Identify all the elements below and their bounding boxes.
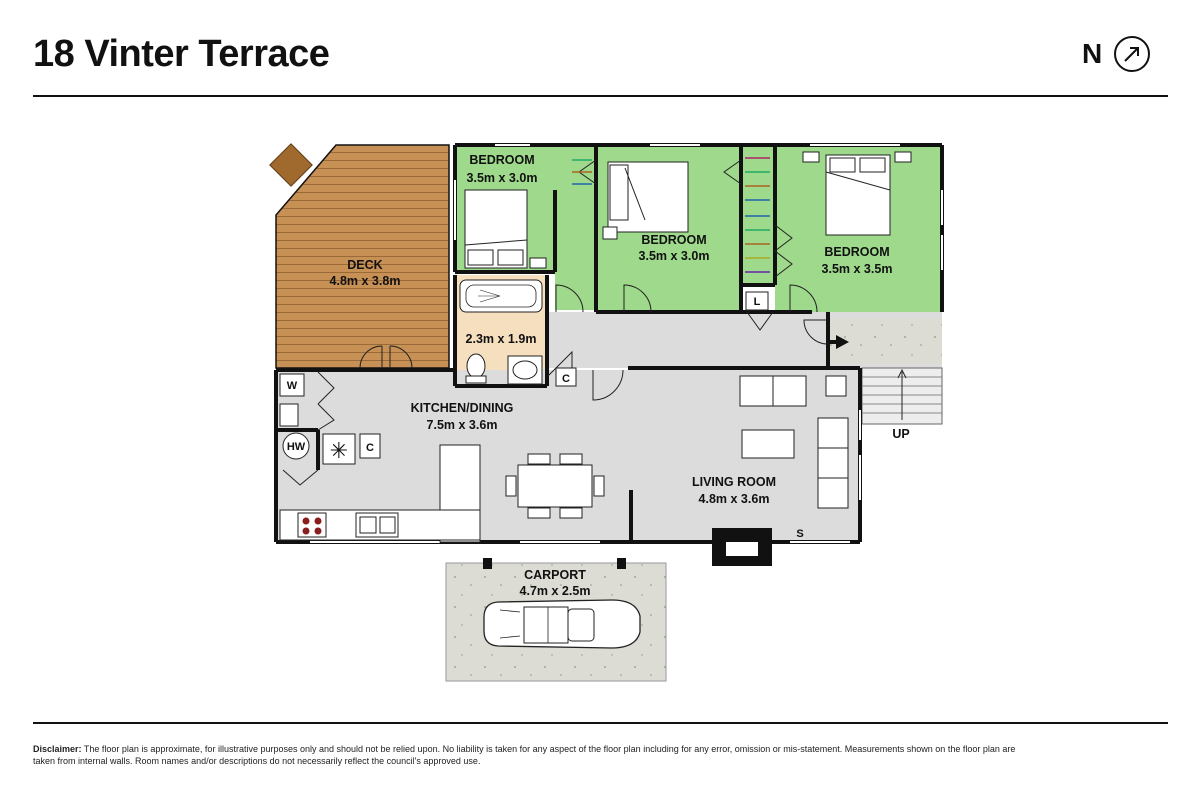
carport-post [617, 558, 626, 569]
windows [310, 144, 943, 543]
laundry-tub-icon [279, 403, 299, 427]
linen-label: L [754, 296, 761, 308]
bedroom-2-size: 3.5m x 3.0m [639, 249, 710, 263]
deck-name: DECK [347, 258, 382, 272]
disclaimer-label: Disclaimer: [33, 744, 82, 754]
sink-icon [507, 355, 543, 385]
bathtub-icon [459, 279, 543, 313]
kitchen-dining-name: KITCHEN/DINING [411, 401, 514, 415]
hall-cupboard [555, 367, 577, 387]
bed-icon [464, 189, 547, 269]
entry-arrow-icon [828, 335, 849, 349]
fireplace-icon [712, 528, 772, 566]
deck-size: 4.8m x 3.8m [330, 274, 401, 288]
living-room-name: LIVING ROOM [692, 475, 776, 489]
washer-icon [279, 373, 305, 397]
entry-stairs [861, 367, 943, 425]
hot-water-label: HW [287, 441, 306, 453]
carport-name: CARPORT [524, 568, 586, 582]
header-divider [33, 95, 1168, 97]
sofa-icon [739, 375, 849, 509]
disclaimer-text: The floor plan is approximate, for illus… [33, 744, 1016, 766]
cooktop-icon [297, 512, 327, 538]
deck-doors [359, 345, 413, 369]
north-arrow-icon [1114, 36, 1150, 72]
bed-icon [602, 161, 689, 240]
bedroom-1-size: 3.5m x 3.0m [467, 171, 538, 185]
hall-cupboard-label: C [562, 373, 570, 385]
washer-label: W [287, 380, 298, 392]
doors [282, 284, 829, 486]
kitchen-cupboard-label: C [366, 442, 374, 454]
bedroom-1-name: BEDROOM [469, 153, 534, 167]
kitchen-dining-size: 7.5m x 3.6m [427, 418, 498, 432]
svg-text:✳: ✳ [330, 439, 348, 464]
toilet-icon [465, 353, 487, 384]
footer-divider [33, 722, 1168, 724]
linen-cupboard [745, 291, 769, 311]
deck-step [269, 143, 313, 187]
carport-size: 4.7m x 2.5m [520, 584, 591, 598]
dining-table-icon [505, 453, 605, 519]
fan-icon: ✳ [322, 433, 356, 465]
wardrobe-hangers [572, 157, 770, 273]
storage-label: S [796, 528, 803, 540]
hot-water-icon [282, 432, 310, 460]
north-label: N [1082, 38, 1103, 69]
carport-area [445, 558, 667, 682]
car-icon [483, 599, 641, 649]
stairs-up-label: UP [892, 427, 909, 441]
bedroom-3-name: BEDROOM [824, 245, 889, 259]
disclaimer: Disclaimer: The floor plan is approximat… [33, 744, 1033, 767]
bathroom-size: 2.3m x 1.9m [466, 332, 537, 346]
side-table [825, 375, 847, 397]
living-room-size: 4.8m x 3.6m [699, 492, 770, 506]
deck-area [275, 144, 450, 369]
bedroom-2-name: BEDROOM [641, 233, 706, 247]
kitchen-sink-icon [355, 512, 399, 538]
bedroom-3-size: 3.5m x 3.5m [822, 262, 893, 276]
page-title: 18 Vinter Terrace [33, 33, 330, 75]
bed-icon [802, 151, 912, 236]
coffee-table [741, 429, 795, 459]
kitchen-cupboard [359, 433, 381, 459]
carport-post [483, 558, 492, 569]
